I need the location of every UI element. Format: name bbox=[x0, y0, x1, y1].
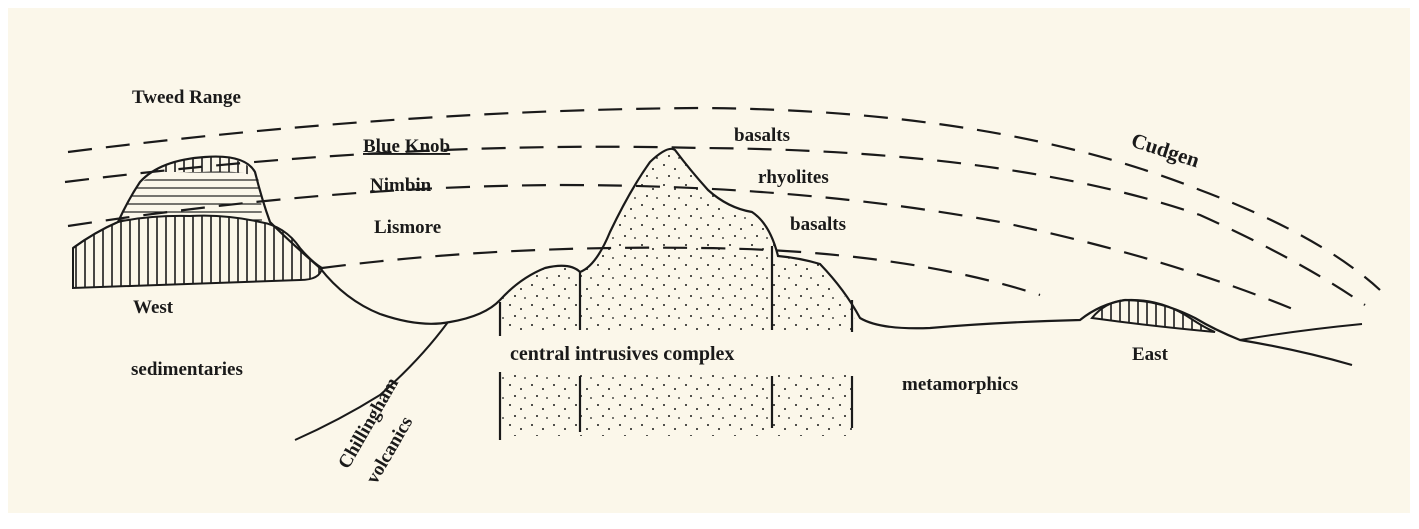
label-west: West bbox=[133, 297, 174, 318]
label-lismore: Lismore bbox=[374, 217, 441, 238]
label-nimbin: Nimbin bbox=[370, 175, 432, 196]
diagram-canvas: Tweed Range Blue Knob Nimbin Lismore bas… bbox=[8, 8, 1410, 513]
west-horizontal-hatch-unit bbox=[118, 172, 262, 223]
label-tweed-range: Tweed Range bbox=[132, 87, 241, 108]
label-basalts-lower: basalts bbox=[790, 214, 846, 235]
label-central-intrusives: central intrusives complex bbox=[510, 343, 734, 365]
geological-cross-section: Tweed Range Blue Knob Nimbin Lismore bas… bbox=[8, 8, 1419, 529]
label-metamorphics: metamorphics bbox=[902, 374, 1018, 395]
label-sedimentaries: sedimentaries bbox=[131, 359, 243, 380]
central-intrusive-subsurface bbox=[500, 372, 852, 436]
east-hill-hatch bbox=[1092, 300, 1215, 332]
label-cudgen: Cudgen bbox=[1128, 128, 1202, 173]
east-surface-line bbox=[1240, 324, 1362, 340]
label-basalts-upper: basalts bbox=[734, 125, 790, 146]
label-east: East bbox=[1132, 344, 1169, 365]
label-blue-knob: Blue Knob bbox=[363, 136, 450, 157]
label-rhyolites: rhyolites bbox=[758, 167, 829, 188]
